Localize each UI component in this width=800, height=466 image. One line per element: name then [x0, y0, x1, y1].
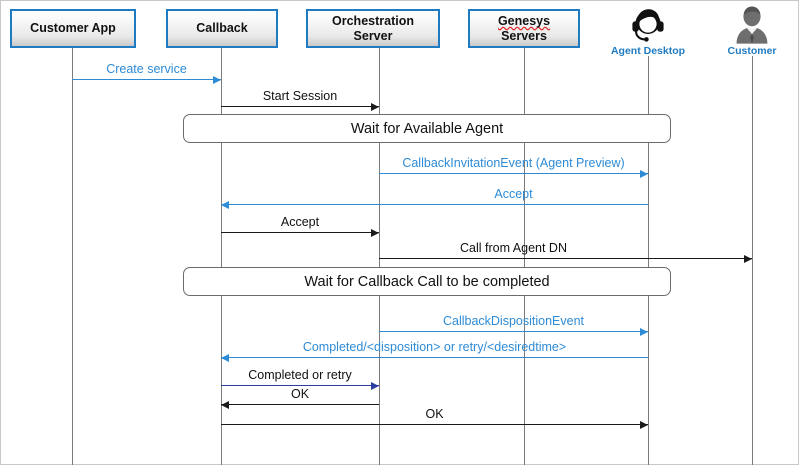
message-line	[221, 204, 648, 205]
lifeline-orchestration	[379, 48, 380, 465]
message-label-completed-or-retry: Completed or retry	[248, 368, 352, 382]
arrowhead-right-icon	[640, 169, 648, 178]
arrowhead-right-icon	[371, 228, 379, 237]
lifeline-callback	[221, 48, 222, 465]
arrowhead-right-icon	[371, 381, 379, 390]
message-line	[221, 424, 648, 425]
fragment-wait-for-callback-call: Wait for Callback Call to be completed	[183, 267, 671, 296]
lifeline-agent-desktop	[648, 56, 649, 465]
message-label-start-session: Start Session	[262, 89, 338, 103]
arrowhead-left-icon	[221, 400, 229, 409]
arrowhead-right-icon	[640, 327, 648, 336]
participant-header-callback[interactable]: Callback	[166, 9, 278, 48]
participant-label-orchestration-line2: Server	[353, 28, 393, 43]
message-label-accept-black: Accept	[280, 215, 320, 229]
message-label-callback-disposition-event: CallbackDispositionEvent	[442, 314, 585, 328]
arrowhead-left-icon	[221, 353, 229, 362]
participant-header-genesys-servers[interactable]: Genesys Servers	[468, 9, 580, 48]
message-label-ok-back: OK	[290, 387, 310, 401]
message-line	[379, 331, 648, 332]
arrowhead-right-icon	[213, 75, 221, 84]
lifeline-genesys	[524, 48, 525, 465]
message-label-create-service: Create service	[106, 62, 187, 76]
message-label-call-from-agent-dn: Call from Agent DN	[460, 241, 567, 255]
participant-label-orchestration-line1: Orchestration	[332, 13, 414, 28]
message-line	[221, 357, 648, 358]
arrowhead-right-icon	[640, 420, 648, 429]
message-label-ok-agent: OK	[425, 407, 444, 421]
participant-header-customer[interactable]: Customer	[724, 4, 780, 57]
arrowhead-right-icon	[744, 254, 752, 263]
customer-person-icon	[736, 6, 768, 44]
arrowhead-left-icon	[221, 200, 229, 209]
fragment-label-wait-agent: Wait for Available Agent	[350, 120, 504, 137]
participant-header-customer-app[interactable]: Customer App	[10, 9, 136, 48]
arrowhead-right-icon	[371, 102, 379, 111]
participant-label-customer-app: Customer App	[30, 21, 116, 36]
lifeline-customer-app	[72, 48, 73, 465]
participant-label-genesys-line1: Genesys	[497, 13, 551, 28]
agent-headset-icon	[632, 9, 664, 42]
participant-label-customer: Customer	[727, 45, 777, 57]
lifeline-customer	[752, 56, 753, 465]
message-line	[221, 404, 379, 405]
message-line	[221, 106, 379, 107]
message-label-accept-blue: Accept	[494, 187, 533, 201]
message-label-callback-invitation-event: CallbackInvitationEvent (Agent Preview)	[402, 156, 625, 170]
participant-label-callback: Callback	[196, 21, 248, 36]
message-line	[221, 232, 379, 233]
message-line	[379, 173, 648, 174]
message-line	[221, 385, 379, 386]
fragment-label-wait-callback: Wait for Callback Call to be completed	[304, 273, 550, 290]
participant-header-orchestration-server[interactable]: Orchestration Server	[306, 9, 440, 48]
participant-header-agent-desktop[interactable]: Agent Desktop	[611, 4, 685, 57]
message-line	[379, 258, 752, 259]
participant-label-genesys-line2: Servers	[501, 28, 547, 43]
fragment-wait-for-available-agent: Wait for Available Agent	[183, 114, 671, 143]
message-line	[72, 79, 221, 80]
participant-label-agent-desktop: Agent Desktop	[610, 45, 686, 57]
message-label-completed-disposition-or-retry: Completed/<disposition> or retry/<desire…	[302, 340, 567, 354]
